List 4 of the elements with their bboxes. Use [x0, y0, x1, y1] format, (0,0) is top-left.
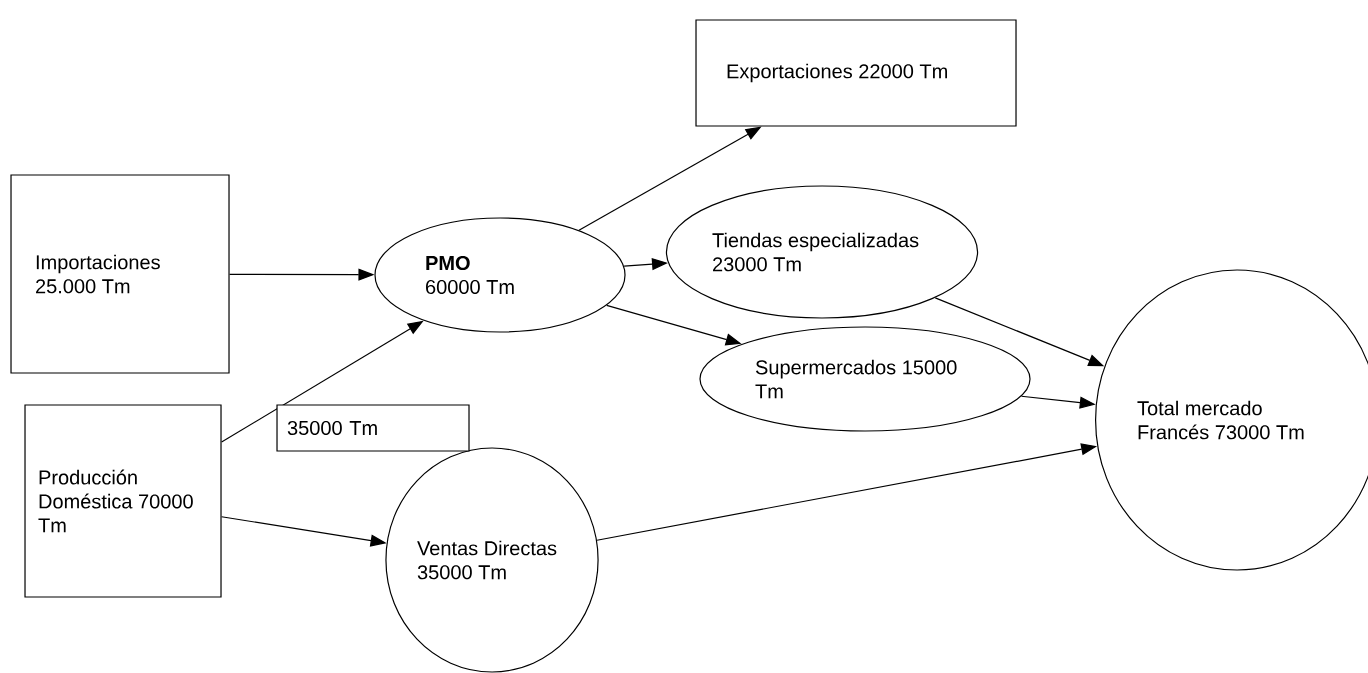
process-box: Exportaciones 22000 Tm — [695, 19, 1017, 127]
process-box: Importaciones 25.000 Tm — [10, 174, 230, 374]
edge-label: 35000 Tm — [276, 404, 470, 452]
process-box: Producción Doméstica 70000 Tm — [24, 404, 222, 598]
